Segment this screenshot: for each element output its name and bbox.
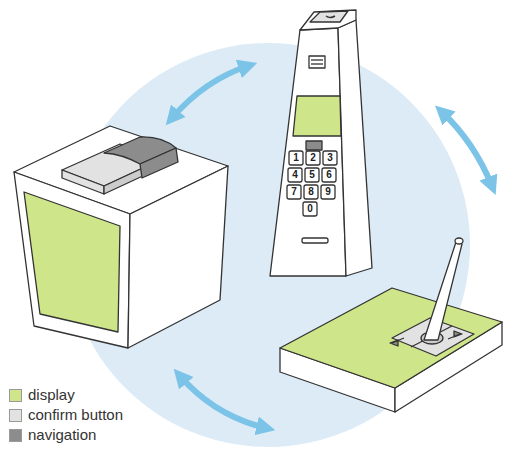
phone-device (270, 10, 372, 276)
legend-swatch (9, 409, 22, 422)
legend-swatch (9, 389, 22, 402)
key-digit: 1 (289, 151, 303, 165)
cube-device (14, 126, 228, 348)
key-digit: 0 (303, 202, 317, 216)
key-digit: 6 (322, 168, 336, 182)
key-digit: 5 (305, 168, 319, 182)
base-device (280, 238, 502, 412)
cycle-arrow (180, 376, 266, 428)
key-digit: 7 (287, 185, 301, 199)
key-digit: 9 (321, 185, 335, 199)
key-digit: 8 (304, 185, 318, 199)
key-digit: 2 (306, 151, 320, 165)
legend-text: display (28, 387, 75, 403)
legend-text: confirm button (28, 407, 123, 423)
key-digit: 3 (323, 151, 337, 165)
cycle-arrow (442, 112, 492, 186)
cycle-arrow (172, 66, 248, 118)
key-digit: 4 (288, 168, 302, 182)
legend-swatch (9, 429, 22, 442)
legend-text: navigation (28, 427, 96, 443)
